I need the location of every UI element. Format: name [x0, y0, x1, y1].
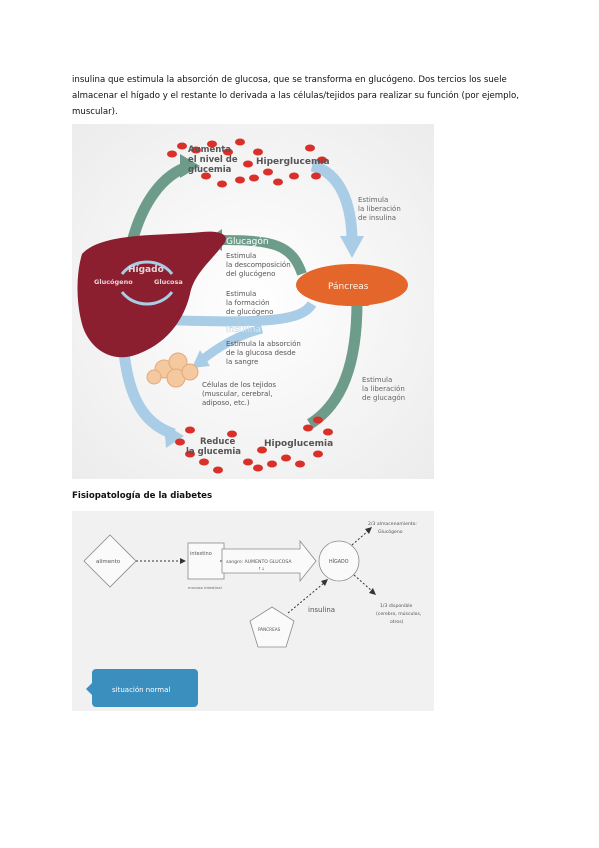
hipoglucemia-label: Hipoglucemia [264, 439, 333, 449]
pancreas-node-label: PÁNCREAS [258, 627, 281, 632]
blood-cells-top [167, 138, 327, 188]
absorption-3: la sangre [226, 358, 258, 366]
available-line2: (cerebro, músculos, [376, 610, 422, 617]
svg-text:Estimula la descomposición: Estimula la descomposición del glucógeno [226, 252, 293, 278]
liver-cycle-arrow [120, 260, 174, 275]
cells-3: adiposo, etc.) [202, 399, 250, 407]
svg-text:Estimula la formación: Estimula la formación de glucógeno [226, 290, 273, 316]
blood-cells-bottom [175, 416, 333, 474]
cells-1: Células de los tejidos [202, 381, 276, 389]
arrow-head [321, 579, 328, 586]
svg-text:1/3 disponible (cerebro, m: 1/3 disponible (cerebro, músculos, otros… [376, 603, 423, 625]
stim-insulin-2: la liberación [358, 205, 401, 213]
reduce-line1: Reduce [200, 437, 235, 447]
absorption-1: Estimula la absorción [226, 340, 301, 348]
dotted-arrow [351, 530, 369, 546]
liver-cycle-arrow [120, 291, 174, 306]
blood-label: sangre: AUMENTO GLUCOSA [226, 559, 292, 565]
pancreas-label: Páncreas [328, 282, 369, 292]
situation-label: situación normal [112, 686, 170, 694]
pathophysiology-diagram: alimento intestino mucosa intestinal san… [72, 511, 434, 711]
available-line3: otros) [390, 619, 404, 625]
stim-insulin-1: Estimula [358, 196, 388, 204]
glucagon-desc-2: la descomposición [226, 261, 291, 269]
arrow-head [365, 527, 372, 534]
blood-sub-label: ↑↓ [258, 566, 265, 571]
svg-text:Estimula la liberación: Estimula la liberación de insulina [358, 196, 403, 222]
glucose-regulation-diagram: Hígado Glucógeno Glucosa Páncreas Aument [72, 124, 434, 479]
svg-text:Aumenta el nivel de gl: Aumenta el nivel de glucemia [188, 145, 241, 175]
aumenta-line1: Aumenta [188, 145, 231, 155]
arrow-head [180, 154, 200, 178]
absorption-2: de la glucosa desde [226, 349, 296, 357]
tissue-cells [146, 352, 199, 388]
liver-label: Hígado [128, 265, 164, 275]
intestine-node [187, 542, 225, 580]
reduce-line2: la glucemia [186, 447, 241, 457]
glucose-label: Glucosa [154, 278, 183, 286]
glucagon-arrow [221, 235, 307, 276]
pancreas-shape [296, 264, 408, 306]
food-label: alimento [96, 559, 121, 565]
stim-glucagon-1: Estimula [362, 376, 392, 384]
arrow-up-right [306, 301, 363, 429]
intestine-label: intestino [190, 551, 212, 557]
formation-2: la formación [226, 299, 270, 307]
liver-node [318, 540, 360, 582]
dotted-arrow [353, 574, 373, 592]
storage-line1: 2/3 almacenamiento: [368, 521, 417, 527]
formation-1: Estimula [226, 290, 256, 298]
arrow-head [192, 350, 210, 368]
insulin-arrow [167, 300, 317, 327]
arrow-head [340, 236, 364, 258]
glucagon-desc-3: del glucógeno [226, 270, 275, 278]
liver-node-label: HÍGADO [329, 558, 349, 565]
insulin-to-cells-arrow [199, 324, 264, 364]
storage-line2: Glucógeno [378, 528, 403, 535]
situation-badge: situación normal [86, 669, 198, 707]
glucagon-label: Glucagón [226, 236, 269, 247]
svg-text:Estimula la liberación: Estimula la liberación de glucagón [362, 376, 407, 402]
insulin-label: Insulina [226, 325, 261, 335]
svg-text:Reduce la glucemia: Reduce la glucemia [186, 437, 241, 457]
insulin-node-label: insulina [308, 606, 335, 614]
blood-arrow-node [221, 539, 317, 583]
pancreas-node [249, 606, 295, 648]
svg-text:Estimula la absorción de l: Estimula la absorción de la glucosa desd… [226, 340, 303, 366]
svg-text:2/3 almacenamiento: Glucóg: 2/3 almacenamiento: Glucógeno [368, 521, 418, 535]
aumenta-line2: el nivel de [188, 155, 238, 165]
svg-text:Células de los tejidos (mu: Células de los tejidos (muscular, cerebr… [202, 381, 278, 407]
arrow-head [180, 558, 186, 564]
aumenta-line3: glucemia [188, 165, 232, 175]
stim-glucagon-2: la liberación [362, 385, 405, 393]
glucagon-desc-1: Estimula [226, 252, 256, 260]
liver-shape [77, 231, 226, 358]
cells-2: (muscular, cerebral, [202, 390, 272, 398]
arrow-head [369, 588, 376, 595]
hiperglucemia-label: Hiperglucemia [256, 157, 330, 167]
arrow-head [164, 424, 184, 448]
stim-glucagon-3: de glucagón [362, 394, 405, 402]
arrow-down-right [310, 160, 358, 243]
stim-insulin-3: de insulina [358, 214, 396, 222]
mucosa-label: mucosa intestinal [188, 585, 222, 590]
available-line1: 1/3 disponible [380, 603, 413, 609]
glycogen-label: Glucógeno [94, 278, 133, 286]
food-node [83, 534, 137, 588]
section-heading: Fisiopatología de la diabetes [72, 491, 213, 501]
intro-paragraph: insulina que estimula la absorción de gl… [72, 75, 520, 117]
formation-3: de glucógeno [226, 308, 273, 316]
